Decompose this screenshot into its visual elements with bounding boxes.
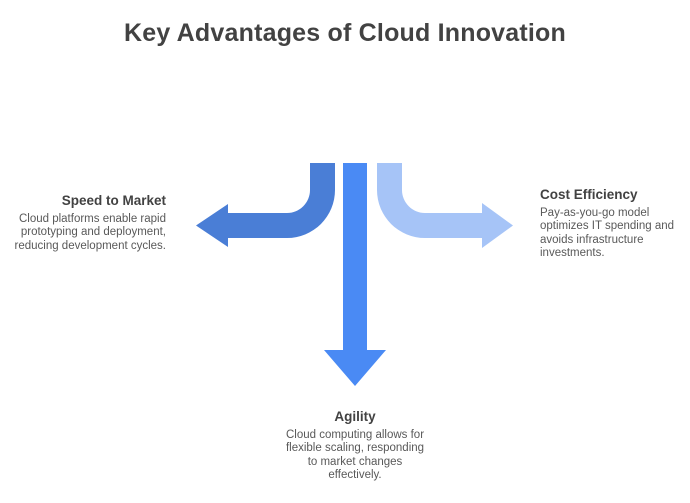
cost-right-arrow-icon <box>377 163 513 248</box>
agility-description: Cloud computing allows for flexible scal… <box>285 429 425 481</box>
speed-left-arrow-icon <box>196 163 335 247</box>
cost-efficiency-block: Cost Efficiency Pay-as-you-go model opti… <box>540 187 680 260</box>
page-title: Key Advantages of Cloud Innovation <box>123 19 567 47</box>
cost-efficiency-heading: Cost Efficiency <box>540 187 638 202</box>
agility-heading: Agility <box>334 409 376 424</box>
speed-to-market-description: Cloud platforms enable rapid prototyping… <box>14 213 167 252</box>
speed-to-market-heading: Speed to Market <box>61 193 166 208</box>
agility-block: Agility Cloud computing allows for flexi… <box>260 409 450 482</box>
speed-to-market-block: Speed to Market Cloud platforms enable r… <box>0 193 167 253</box>
agility-down-arrow-icon <box>324 163 386 386</box>
cost-efficiency-description: Pay-as-you-go model optimizes IT spendin… <box>540 207 675 259</box>
